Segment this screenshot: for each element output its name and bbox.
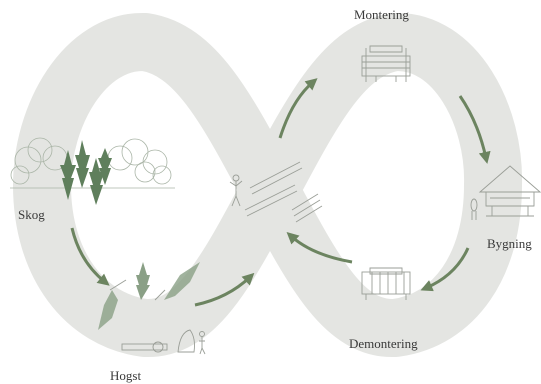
label-skog: Skog — [18, 207, 45, 222]
label-montering: Montering — [354, 7, 409, 22]
arrow-montering-to-bygning — [458, 95, 491, 164]
dismantled-frame-icon — [361, 267, 411, 300]
label-hogst: Hogst — [110, 368, 142, 383]
arrow-skog-to-hogst — [70, 227, 110, 286]
infinity-loop — [13, 13, 523, 357]
label-bygning: Bygning — [487, 236, 532, 251]
arrow-center-to-montering — [278, 78, 318, 139]
logs-icon — [244, 161, 323, 223]
worker-icon — [177, 174, 243, 355]
timber-frame-icon — [361, 45, 411, 82]
arrow-bygning-to-demontering — [420, 247, 470, 292]
arrow-demontering-to-center — [286, 231, 353, 264]
storehouse-icon — [470, 165, 541, 220]
felled-tree-icon — [98, 262, 200, 353]
label-demontering: Demontering — [349, 336, 418, 351]
arrow-hogst-to-center — [194, 272, 255, 307]
forest-icon — [10, 137, 175, 205]
